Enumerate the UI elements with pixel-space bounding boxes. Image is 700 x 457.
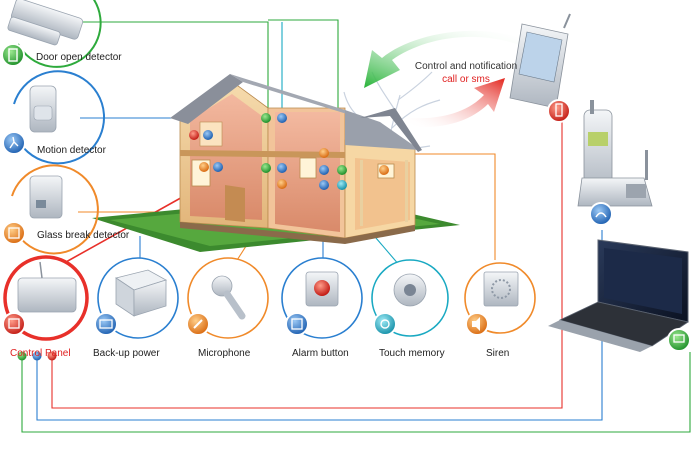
notification-line2: call or sms	[442, 74, 490, 85]
button-icon	[285, 312, 309, 336]
touch-key-icon	[373, 312, 397, 336]
computer-icon	[667, 328, 691, 352]
panel-icon	[2, 312, 26, 336]
alarm-button-device	[281, 257, 363, 339]
door-detector-label: Door open detector	[36, 52, 122, 63]
back-up-power	[94, 257, 179, 339]
motion-detector-label: Motion detector	[37, 145, 106, 156]
bus-dot-blue	[32, 351, 42, 361]
touch-memory-device	[371, 259, 449, 337]
alarm-button-label: Alarm button	[292, 348, 349, 359]
notification-caption: Control and notification call or sms	[406, 60, 526, 86]
siren-device	[464, 262, 536, 336]
touch-memory-label: Touch memory	[379, 348, 445, 359]
mobile-phone	[509, 13, 571, 123]
backup-power-label: Back-up power	[93, 348, 160, 359]
siren-label: Siren	[486, 348, 510, 359]
cordless-phone	[577, 100, 653, 226]
phone-icon	[589, 202, 613, 226]
incoming-arrow	[364, 30, 520, 88]
microphone-device	[186, 257, 269, 339]
control-panel	[2, 255, 89, 341]
battery-icon	[94, 312, 118, 336]
glass-break-detector	[2, 164, 99, 255]
door-open-detector	[1, 0, 102, 68]
bus-dot-red	[47, 351, 57, 361]
bus-dot-green	[17, 351, 27, 361]
window-icon	[2, 221, 26, 245]
glass-detector-label: Glass break detector	[37, 230, 130, 241]
house	[92, 74, 460, 252]
outgoing-arrow	[410, 78, 505, 128]
notification-line1: Control and notification	[414, 61, 518, 72]
door-icon	[1, 43, 25, 67]
motion-detector	[2, 70, 105, 165]
laptop	[548, 239, 691, 352]
microphone-label: Microphone	[198, 348, 251, 359]
mobile-icon	[547, 99, 571, 123]
control-panel-label: Control Panel	[10, 348, 71, 359]
